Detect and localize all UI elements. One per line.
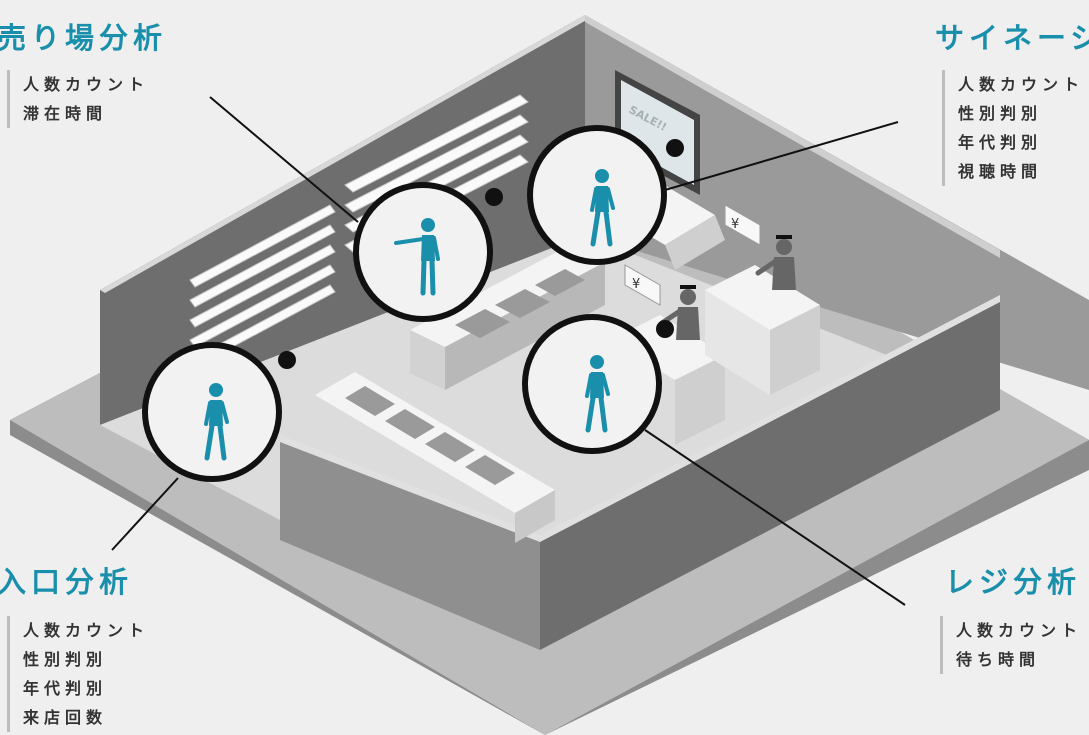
sales-floor-title: 売り場分析: [0, 24, 167, 53]
register-items: 人数カウント 待ち時間: [940, 616, 1082, 674]
register-label: レジ分析 人数カウント 待ち時間: [945, 568, 1081, 597]
register-title: レジ分析: [945, 568, 1081, 597]
list-item: 来店回数: [23, 703, 149, 732]
sales-floor-items: 人数カウント 滞在時間: [7, 70, 149, 128]
signage-title: サイネージ: [935, 24, 1089, 53]
entrance-items: 人数カウント 性別判別 年代判別 来店回数: [7, 616, 149, 732]
list-item: 年代判別: [958, 128, 1084, 157]
entrance-label: 入口分析 人数カウント 性別判別 年代判別 来店回数: [0, 568, 133, 597]
sales-floor-label: 売り場分析 人数カウント 滞在時間: [0, 24, 167, 53]
price-tag: ¥: [632, 277, 640, 292]
list-item: 視聴時間: [958, 157, 1084, 186]
price-tag: ¥: [731, 217, 739, 232]
list-item: 性別判別: [23, 645, 149, 674]
entrance-title: 入口分析: [0, 568, 133, 597]
signage-label: サイネージ 人数カウント 性別判別 年代判別 視聴時間: [935, 24, 1089, 53]
list-item: 滞在時間: [23, 99, 149, 128]
list-item: 人数カウント: [23, 70, 149, 99]
signage-items: 人数カウント 性別判別 年代判別 視聴時間: [942, 70, 1084, 186]
list-item: 人数カウント: [23, 616, 149, 645]
list-item: 性別判別: [958, 99, 1084, 128]
list-item: 人数カウント: [958, 70, 1084, 99]
list-item: 待ち時間: [956, 645, 1082, 674]
list-item: 人数カウント: [956, 616, 1082, 645]
list-item: 年代判別: [23, 674, 149, 703]
